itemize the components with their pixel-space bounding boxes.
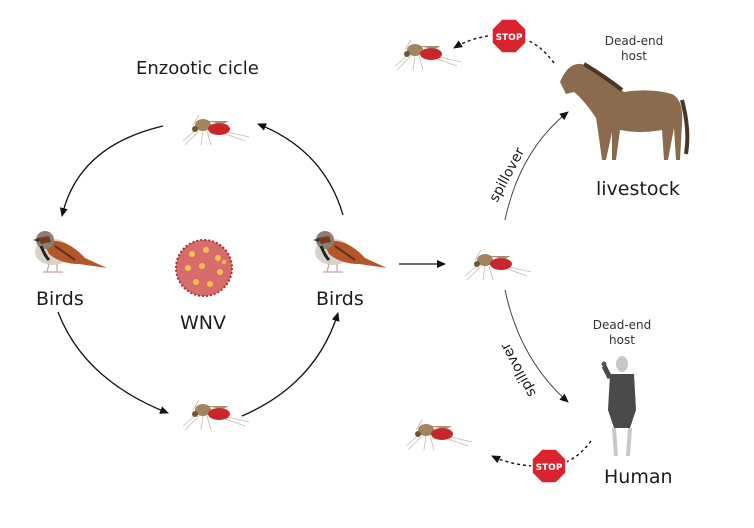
mosquito-human-icon [405, 419, 473, 451]
dead-end-arrow-human [492, 440, 592, 467]
mosquito-top-icon [182, 114, 250, 146]
mosquito-livestock-icon [394, 39, 462, 71]
stop-top-text: STOP [496, 33, 523, 43]
spillover-arrow-livestock [504, 111, 569, 221]
bird-left-icon [31, 229, 109, 274]
spillover-bottom-label: spillover [498, 340, 540, 400]
wnv-virus-icon [175, 239, 233, 297]
spillover-top-label: spillover [486, 145, 528, 205]
arrow-mosquito-to-bird-left [59, 125, 164, 217]
arrow-mosquito-to-bird-right [241, 312, 340, 417]
bird-right-icon [311, 229, 389, 274]
dead-end-livestock-label: Dead-end host [604, 34, 664, 63]
birds-right-label: Birds [316, 288, 364, 310]
spillover-arrow-human [504, 289, 569, 403]
horse-icon [560, 62, 690, 160]
arrow-bird-left-to-mosquito [57, 311, 169, 414]
arrow-bird-right-to-mosquito [257, 123, 344, 216]
livestock-label: livestock [596, 178, 680, 200]
dead-end-human-label: Dead-end host [592, 318, 652, 347]
mosquito-bottom-icon [182, 399, 250, 431]
diagram-title: Enzootic cicle [136, 58, 259, 79]
mosquito-bridge-icon [464, 249, 532, 281]
birds-left-label: Birds [36, 288, 84, 310]
wnv-label: WNV [180, 312, 226, 334]
human-icon [601, 356, 636, 457]
stop-bottom-text: STOP [536, 463, 563, 473]
human-label: Human [604, 466, 673, 488]
